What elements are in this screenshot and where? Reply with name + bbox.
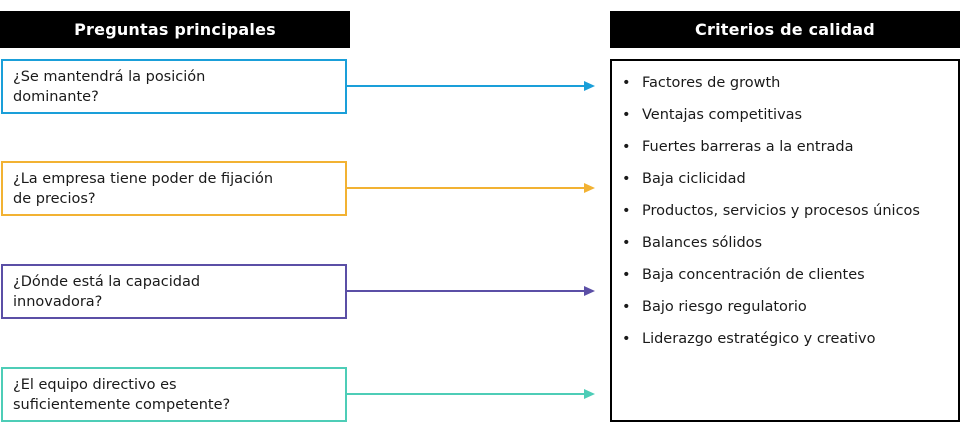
arrow-4 [347, 389, 595, 399]
bullet-icon: • [622, 299, 631, 315]
criteria-label: Baja concentración de clientes [642, 267, 865, 283]
criteria-label: Baja ciclicidad [642, 171, 746, 187]
bullet-icon: • [622, 235, 631, 251]
criteria-item: • Ventajas competitivas [620, 104, 948, 136]
arrow-2 [347, 183, 595, 193]
questions-header: Preguntas principales [0, 11, 350, 48]
criteria-label: Fuertes barreras a la entrada [642, 139, 854, 155]
question-box-dominant-position: ¿Se mantendrá la posición dominante? [1, 59, 347, 114]
arrow-1 [347, 81, 595, 91]
criteria-list: • Factores de growth • Ventajas competitiv… [620, 72, 948, 360]
arrow-3 [347, 286, 595, 296]
criteria-item: • Productos, servicios y procesos únicos [620, 200, 948, 232]
criteria-item: • Bajo riesgo regulatorio [620, 296, 948, 328]
criteria-item: • Baja concentración de clientes [620, 264, 948, 296]
question-box-innovation: ¿Dónde está la capacidad innovadora? [1, 264, 347, 319]
criteria-item: • Liderazgo estratégico y creativo [620, 328, 948, 360]
criteria-label: Ventajas competitivas [642, 107, 803, 123]
criteria-label: Liderazgo estratégico y creativo [642, 331, 876, 347]
criteria-label: Balances sólidos [642, 235, 763, 251]
bullet-icon: • [622, 139, 631, 155]
question-text: ¿Dónde está la capacidad innovadora? [13, 273, 201, 310]
question-box-pricing-power: ¿La empresa tiene poder de fijación de p… [1, 161, 347, 216]
criteria-header: Criterios de calidad [610, 11, 960, 48]
question-text: ¿Se mantendrá la posición dominante? [13, 68, 206, 105]
bullet-icon: • [622, 267, 631, 283]
criteria-item: • Baja ciclicidad [620, 168, 948, 200]
bullet-icon: • [622, 331, 631, 347]
criteria-item: • Balances sólidos [620, 232, 948, 264]
criteria-item: • Fuertes barreras a la entrada [620, 136, 948, 168]
criteria-label: Bajo riesgo regulatorio [642, 299, 807, 315]
bullet-icon: • [622, 203, 631, 219]
question-text: ¿El equipo directivo es suficientemente … [13, 376, 231, 413]
bullet-icon: • [622, 107, 631, 123]
question-text: ¿La empresa tiene poder de fijación de p… [13, 170, 274, 207]
criteria-item: • Factores de growth [620, 72, 948, 104]
criteria-label: Productos, servicios y procesos únicos [642, 203, 920, 219]
criteria-box: • Factores de growth • Ventajas competitiv… [610, 59, 960, 422]
bullet-icon: • [622, 171, 631, 187]
criteria-label: Factores de growth [642, 75, 781, 91]
bullet-icon: • [622, 75, 631, 91]
question-box-management: ¿El equipo directivo es suficientemente … [1, 367, 347, 422]
